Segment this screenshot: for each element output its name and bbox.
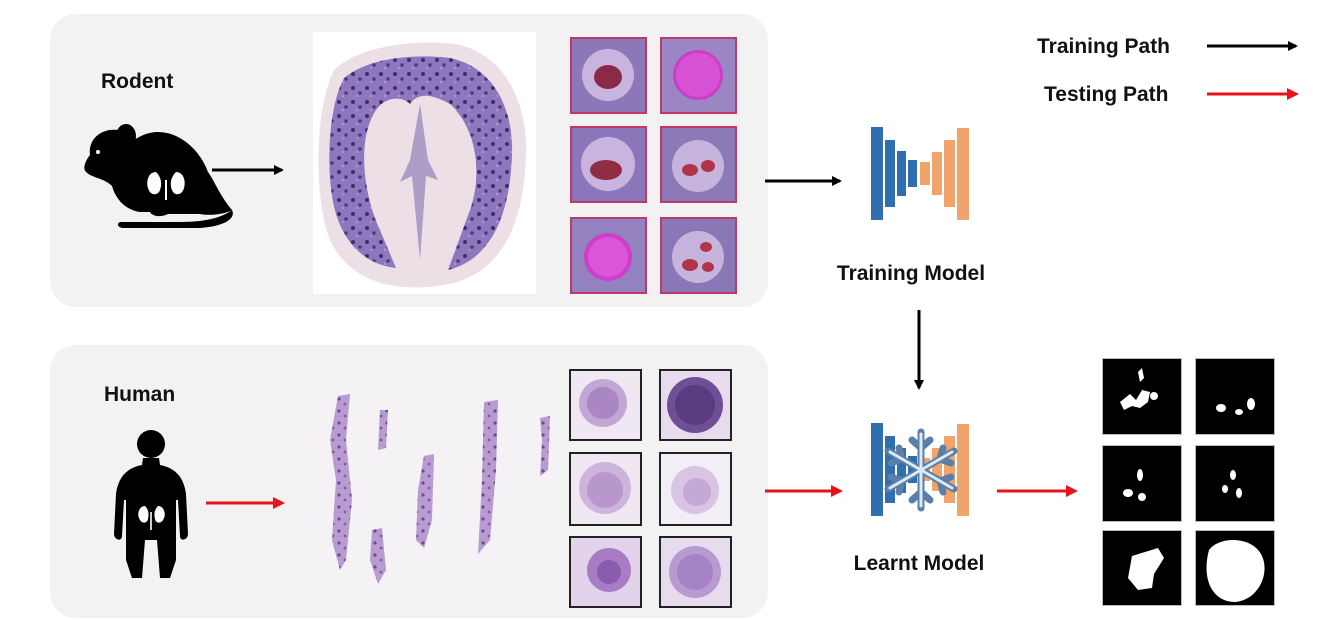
human-patch-6 [659, 536, 732, 608]
rodent-patch-3 [570, 126, 647, 203]
human-kidney-icon [114, 430, 188, 578]
human-patch-5 [569, 536, 642, 608]
mouse-kidney-icon [84, 124, 233, 228]
training-model-network [871, 127, 969, 220]
human-patch-4 [659, 452, 732, 526]
human-patch-2 [659, 369, 732, 441]
mask-output-3 [1102, 445, 1182, 522]
human-label: Human [104, 383, 176, 406]
rodent-label: Rodent [101, 70, 174, 93]
legend-training-label: Training Path [1037, 35, 1171, 58]
mask-output-1 [1102, 358, 1182, 435]
rodent-patch-6 [660, 217, 737, 294]
rodent-patch-4 [660, 126, 737, 203]
mask-output-5 [1102, 530, 1182, 606]
rodent-patch-2 [660, 37, 737, 114]
rodent-patch-1 [570, 37, 647, 114]
human-whole-slide [300, 380, 562, 595]
training-model-label: Training Model [836, 262, 986, 285]
human-patch-1 [569, 369, 642, 441]
learnt-model-label: Learnt Model [853, 552, 985, 575]
mask-output-2 [1195, 358, 1275, 435]
legend-testing-label: Testing Path [1044, 83, 1169, 106]
rodent-patch-5 [570, 217, 647, 294]
human-patch-3 [569, 452, 642, 526]
mask-output-4 [1195, 445, 1275, 522]
mask-output-6 [1195, 530, 1275, 606]
rodent-whole-slide [313, 32, 536, 294]
